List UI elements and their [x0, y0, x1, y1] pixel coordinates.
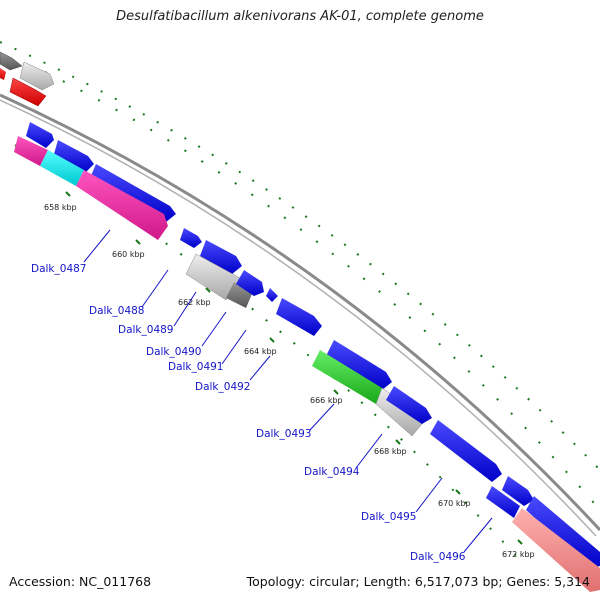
gene-blue-14[interactable] [526, 496, 600, 568]
scale-label: 664 kbp [244, 347, 277, 356]
genome-backbone-outer [0, 93, 600, 532]
scale-label: 670 kbp [438, 499, 471, 508]
leader-line [415, 477, 443, 513]
scale-tick [455, 489, 461, 495]
gene-darkgray-1[interactable] [226, 282, 252, 308]
genome-backbone-inner [0, 99, 597, 537]
gene-label-dalk-0495[interactable]: Dalk_0495 [361, 511, 417, 523]
forward-genes [14, 122, 600, 592]
gene-label-dalk-0487[interactable]: Dalk_0487 [31, 263, 87, 275]
scale-tick [333, 389, 339, 395]
leader-line [463, 517, 493, 553]
scale-tick [65, 191, 71, 197]
gene-label-dalk-0496[interactable]: Dalk_0496 [410, 551, 466, 563]
gene-blue-13[interactable] [486, 486, 520, 518]
gene-blue-6[interactable] [236, 270, 264, 296]
scale-label: 662 kbp [178, 298, 211, 307]
gene-label-dalk-0489[interactable]: Dalk_0489 [118, 324, 174, 336]
leader-line [173, 291, 197, 327]
gene-red-fragment-1[interactable] [0, 68, 6, 80]
scale-label: 668 kbp [374, 447, 407, 456]
leader-line [355, 433, 383, 469]
scale-label: 666 kbp [310, 396, 343, 405]
gene-blue-10[interactable] [386, 386, 432, 424]
gene-labels: Dalk_0487 Dalk_0488 Dalk_0489 Dalk_0490 … [31, 263, 466, 563]
scale-tick [269, 337, 275, 343]
gene-label-dalk-0493[interactable]: Dalk_0493 [256, 428, 312, 440]
scale-tick [205, 287, 211, 293]
gene-magenta-2[interactable] [76, 170, 168, 240]
gene-salmon[interactable] [512, 508, 600, 592]
map-title: Desulfatibacillum alkenivorans AK-01, co… [116, 9, 484, 24]
gene-cyan[interactable] [40, 150, 84, 186]
scale-label: 660 kbp [112, 250, 145, 259]
gene-blue-2[interactable] [54, 140, 94, 172]
gene-dark-fragment[interactable] [0, 51, 23, 71]
leader-line [141, 269, 169, 308]
top-left-genes [0, 51, 55, 107]
gene-label-dalk-0494[interactable]: Dalk_0494 [304, 466, 360, 478]
leader-lines [83, 229, 493, 553]
leader-line [201, 311, 227, 347]
leader-line [221, 329, 247, 365]
gene-blue-1[interactable] [26, 122, 54, 148]
leader-line [249, 355, 271, 381]
gene-blue-7[interactable] [266, 288, 278, 302]
leader-line [83, 229, 111, 263]
scale-tick [135, 239, 141, 245]
accession-text: Accession: NC_011768 [9, 574, 152, 589]
gene-label-dalk-0491[interactable]: Dalk_0491 [168, 361, 224, 373]
scale-tick [517, 539, 523, 545]
gene-gray-fragment[interactable] [19, 61, 55, 91]
gene-blue-4[interactable] [180, 228, 202, 248]
gene-green[interactable] [312, 350, 382, 404]
scale-label: 658 kbp [44, 203, 77, 212]
gene-magenta-1[interactable] [14, 136, 48, 166]
scale-tick [395, 439, 401, 445]
gene-label-dalk-0488[interactable]: Dalk_0488 [89, 305, 145, 317]
scale-label: 672 kbp [502, 550, 535, 559]
gene-blue-9[interactable] [326, 340, 392, 390]
gene-blue-5[interactable] [200, 240, 242, 274]
gene-label-dalk-0492[interactable]: Dalk_0492 [195, 381, 251, 393]
gene-blue-11[interactable] [430, 420, 502, 482]
genome-summary-text: Topology: circular; Length: 6,517,073 bp… [246, 574, 590, 589]
gene-blue-3[interactable] [90, 164, 176, 222]
scale-labels: 658 kbp 660 kbp 662 kbp 664 kbp 666 kbp … [44, 203, 535, 559]
leader-line [309, 403, 335, 431]
outer-tick-track-1 [0, 41, 600, 471]
gene-gray-1[interactable] [185, 253, 241, 301]
gene-blue-8[interactable] [276, 298, 322, 336]
scale-ticks [65, 191, 523, 545]
gene-label-dalk-0490[interactable]: Dalk_0490 [146, 346, 202, 358]
gene-red-fragment-2[interactable] [9, 77, 47, 107]
gene-blue-12[interactable] [502, 476, 534, 506]
